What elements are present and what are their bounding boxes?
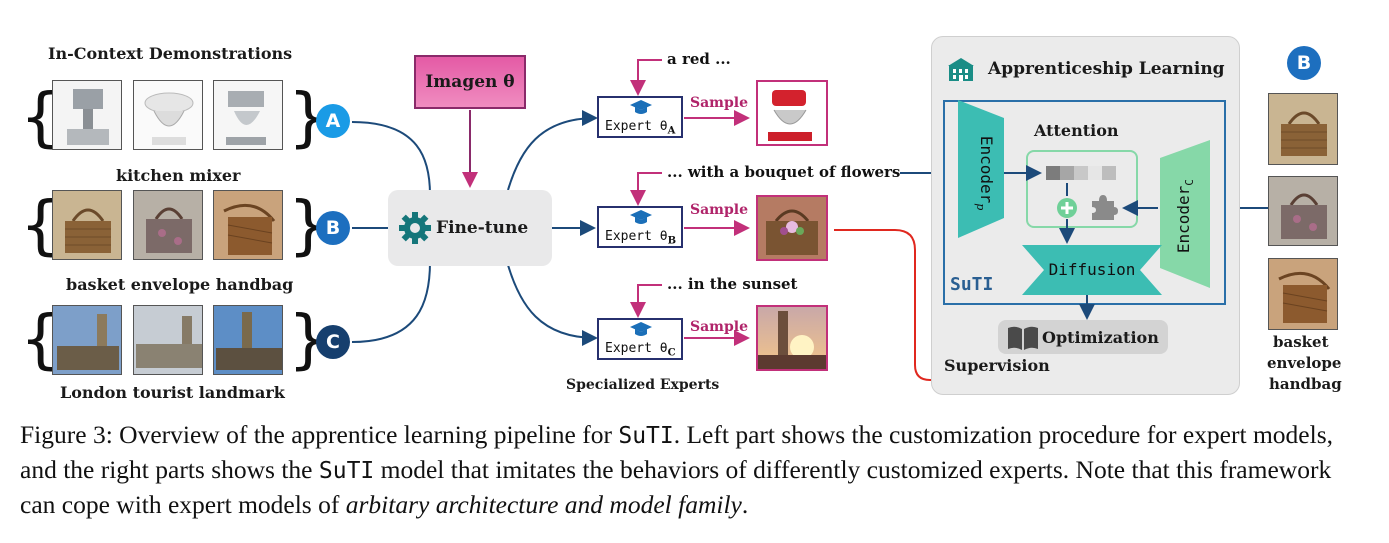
generated-image-b — [756, 195, 828, 261]
london-image-2 — [133, 305, 203, 375]
graduation-cap-icon — [630, 210, 652, 224]
link-c-finetune — [351, 261, 431, 343]
imagen-box: Imagen θ — [414, 55, 526, 109]
supervision-label: Supervision — [944, 356, 1050, 375]
generated-image-a — [756, 80, 828, 146]
expert-b-name: Expert θ — [605, 229, 668, 244]
expert-b-sub: B — [667, 235, 677, 247]
caption-suti-1: SuTI — [618, 423, 674, 449]
apprenticeship-title: Apprenticeship Learning — [988, 59, 1225, 79]
right-label-line1: basket — [1273, 333, 1329, 351]
right-handbag-image-3 — [1268, 258, 1338, 330]
right-handbag-image-1 — [1268, 93, 1338, 165]
finetune-label: Fine-tune — [436, 218, 529, 238]
expert-a-name: Expert θ — [605, 119, 668, 134]
london-image-1 — [52, 305, 122, 375]
prompt-a-arrow — [630, 59, 662, 96]
row-c-label: London tourist landmark — [60, 383, 285, 402]
prompt-b: ... with a bouquet of flowers — [667, 163, 901, 181]
demo-title: In-Context Demonstrations — [48, 44, 293, 63]
caption-italic: arbitary architecture and model family — [345, 490, 742, 519]
plus-circle-icon — [1057, 198, 1077, 218]
expert-a-box: Expert θA — [597, 96, 683, 138]
optimization-label: Optimization — [1042, 328, 1159, 347]
puzzle-piece-icon — [1092, 195, 1118, 220]
caption-figure-number: Figure 3: — [20, 420, 113, 449]
specialized-experts-label: Specialized Experts — [566, 377, 720, 393]
mixer-image-1 — [52, 80, 122, 150]
gear-icon — [399, 212, 431, 244]
badge-b-right: B — [1287, 46, 1321, 80]
link-a-finetune — [351, 121, 431, 196]
sample-a-label: Sample — [690, 95, 749, 111]
prompt-a: a red ... — [667, 50, 731, 68]
handbag-image-3 — [213, 190, 283, 260]
handbag-image-2 — [133, 190, 203, 260]
sample-c-label: Sample — [690, 319, 749, 335]
expert-a-sub: A — [667, 125, 676, 137]
suti-label: SuTI — [950, 274, 994, 295]
diffusion-shape — [1022, 245, 1162, 295]
expert-b-box: Expert θB — [597, 206, 683, 248]
badge-a: A — [316, 104, 350, 138]
expert-c-sub: C — [667, 347, 676, 359]
diffusion-label: Diffusion — [1048, 260, 1136, 279]
row-b-label: basket envelope handbag — [66, 275, 294, 294]
mixer-image-3 — [213, 80, 283, 150]
graduation-cap-icon — [630, 322, 652, 336]
finetune-box: Fine-tune — [388, 190, 552, 266]
encoder-p-shape — [958, 100, 1004, 238]
right-label-line2: envelope — [1267, 354, 1342, 372]
graduation-cap-icon — [630, 100, 652, 114]
attention-box — [1026, 150, 1138, 228]
imagen-label: Imagen θ — [425, 72, 515, 92]
school-icon — [948, 58, 974, 81]
caption-suti-2: SuTI — [318, 458, 375, 484]
book-icon — [1008, 326, 1038, 350]
caption-text-2: . Left part shows the customization proc… — [20, 420, 1333, 484]
caption-text-4: . — [741, 490, 749, 519]
expert-c-box: Expert θC — [597, 318, 683, 360]
sample-b-label: Sample — [690, 202, 749, 218]
encoder-c-shape — [1160, 140, 1210, 288]
mixer-image-2 — [133, 80, 203, 150]
attention-label: Attention — [1034, 121, 1119, 140]
right-label-line3: handbag — [1269, 375, 1342, 393]
right-handbag-image-2 — [1268, 176, 1338, 246]
prompt-c-arrow — [630, 284, 662, 318]
token-strip — [1046, 166, 1116, 180]
badge-b: B — [316, 211, 350, 245]
london-image-3 — [213, 305, 283, 375]
link-finetune-expert-a — [507, 110, 598, 191]
caption-text-1: Overview of the apprentice learning pipe… — [112, 420, 619, 449]
handbag-image-1 — [52, 190, 122, 260]
prompt-b-arrow — [630, 172, 662, 206]
expert-c-name: Expert θ — [605, 341, 668, 356]
figure-caption: Figure 3: Overview of the apprentice lea… — [20, 418, 1370, 521]
badge-c: C — [316, 325, 350, 359]
link-finetune-expert-c — [507, 264, 598, 346]
caption-text-3: model that imitates the behaviors of dif… — [20, 455, 1332, 519]
prompt-c: ... in the sunset — [667, 275, 798, 293]
generated-image-c — [756, 305, 828, 371]
row-a-label: kitchen mixer — [116, 166, 241, 185]
